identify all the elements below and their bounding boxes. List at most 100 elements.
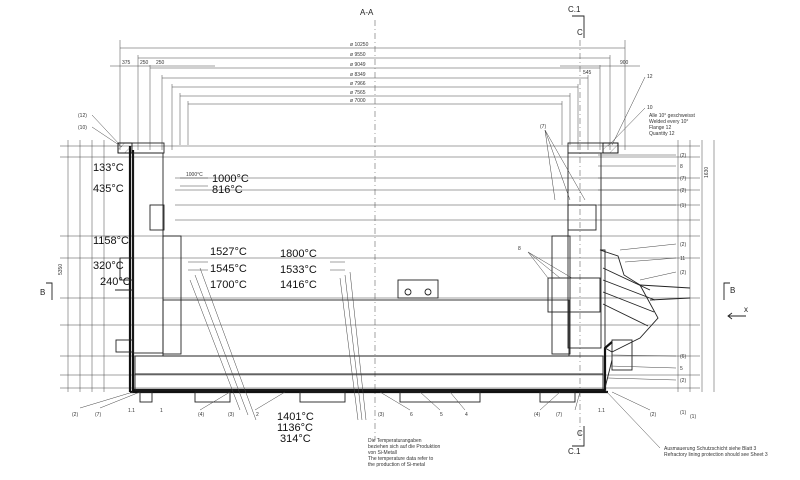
temp-1158: 1158°C — [93, 235, 129, 247]
temp-1700: 1700°C — [210, 279, 247, 291]
note-temp-line2: beziehen sich auf die Produktion — [368, 444, 440, 450]
part-label-b-6: 6 — [410, 412, 413, 418]
temp-1533: 1533°C — [280, 264, 317, 276]
temp-1000: 1000°C — [212, 173, 249, 185]
dim-d8349: ø 8349 — [350, 72, 366, 78]
temperature-leaders — [180, 177, 367, 421]
part-label-b-4l: (4) — [198, 412, 204, 418]
left-tuyere — [119, 257, 134, 281]
hearth-block — [397, 279, 439, 299]
dim-900: 900 — [620, 60, 629, 66]
note-part10-line3: Flange 12 — [649, 125, 671, 131]
temp-435: 435°C — [93, 183, 124, 195]
cut-label-top: C.1 — [568, 5, 581, 14]
part-label-b-2: 2 — [256, 412, 259, 418]
note-part10-line2: Welded every 10° — [649, 119, 688, 125]
part-label-b-11r: 1.1 — [598, 408, 605, 414]
dim-right-height: 1630 — [704, 167, 710, 178]
right-dimension-chain — [677, 140, 715, 392]
hearth-layer-2 — [134, 355, 604, 375]
part-label-b-4: 4 — [465, 412, 468, 418]
temp-1800: 1800°C — [280, 248, 317, 260]
dim-d7000: ø 7000 — [350, 98, 366, 104]
part-label-b-2r: (2) — [650, 412, 656, 418]
part-label-b-7r: (7) — [556, 412, 562, 418]
section-title: A-A — [360, 8, 374, 17]
dim-d9049: ø 9049 — [350, 62, 366, 68]
section-marker-right — [723, 282, 730, 300]
part-label-5: 5 — [680, 366, 683, 372]
note-part10-line1: Alle 10° geschweisst — [649, 113, 696, 119]
part-label-b-2l: (2) — [72, 412, 78, 418]
temp-1401: 1401°C — [277, 411, 314, 423]
part-label-7-upper: (7) — [540, 124, 546, 130]
temp-320: 320°C — [93, 260, 124, 272]
part-label-2a: (2) — [680, 153, 686, 159]
dim-545: 545 — [583, 70, 592, 76]
part-label-b-4r: (4) — [534, 412, 540, 418]
part-label-b-7l: (7) — [95, 412, 101, 418]
part-label-2b: (2) — [680, 188, 686, 194]
part-label-b-1: 1 — [160, 408, 163, 414]
part-label-2d: (2) — [680, 270, 686, 276]
section-marker-left — [46, 282, 53, 300]
cut-c-top: C — [577, 28, 583, 37]
dim-250a: 250 — [140, 60, 149, 66]
part-label-12: 12 — [647, 74, 653, 80]
dim-d7565: ø 7565 — [350, 90, 366, 96]
temp-133: 133°C — [93, 162, 124, 174]
section-marker-bottom — [572, 426, 585, 447]
note-temp-line5: the production of Si-metal — [368, 462, 425, 468]
cut-label-bottom: C.1 — [568, 447, 581, 456]
hearth-layer-3 — [134, 373, 604, 391]
part-label-8b: 8 — [518, 246, 521, 252]
dim-375: 375 — [122, 60, 131, 66]
cut-b-left: B — [40, 288, 45, 297]
leader-lines-bottom — [79, 391, 651, 411]
right-inner-lining — [551, 235, 571, 355]
left-inner-lining — [162, 235, 182, 355]
dim-left-height: 5350 — [58, 264, 64, 275]
part-label-10: 10 — [647, 105, 653, 111]
temp-1527: 1527°C — [210, 246, 247, 258]
note-temp-line4: The temperature data refer to — [368, 456, 434, 462]
part-label-7: (7) — [680, 176, 686, 182]
part-label-1b: (1) — [680, 410, 686, 416]
note-temp-line3: von Si-Metall — [368, 450, 397, 456]
part-label-10-left: (10) — [78, 125, 87, 131]
part-label-8a: 8 — [680, 164, 683, 170]
part-label-b-5: 5 — [440, 412, 443, 418]
part-label-b-1r: (1) — [690, 414, 696, 420]
part-label-11: 11 — [680, 256, 685, 262]
hearth-carbon-layer — [162, 299, 570, 357]
note-refractory-line1: Ausmauerung Schutzschicht siehe Blatt 3 — [664, 446, 756, 452]
temp-1136: 1136°C — [277, 422, 313, 434]
part-label-2c: (2) — [680, 242, 686, 248]
part-label-12-left: (12) — [78, 113, 87, 119]
dim-250b: 250 — [156, 60, 165, 66]
note-part10-line4: Quantity 12 — [649, 131, 675, 137]
note-temp-line1: Die Temperaturangaben — [368, 438, 422, 444]
part-label-b-3l: (3) — [228, 412, 234, 418]
part-label-b-3r: (3) — [378, 412, 384, 418]
dim-d9550: ø 9550 — [350, 52, 366, 58]
bottom-beams — [139, 391, 576, 403]
note-refractory-line2: Refractory lining protection should see … — [664, 452, 768, 458]
temp-1416: 1416°C — [280, 279, 317, 291]
dim-d7966: ø 7966 — [350, 81, 366, 87]
right-wall-lining — [567, 152, 602, 349]
svg-text:1000°C: 1000°C — [186, 172, 203, 178]
left-wall-lining — [132, 152, 164, 354]
part-label-6: (6) — [680, 354, 686, 360]
part-label-1a: (1) — [680, 203, 686, 209]
part-label-b-11l: 1.1 — [128, 408, 135, 414]
temp-240: 240°C — [100, 276, 131, 288]
cut-b-right: B — [730, 286, 735, 295]
dim-d10250: ø 10250 — [350, 42, 369, 48]
temp-816: 816°C — [212, 184, 243, 196]
part-label-2e: (2) — [680, 378, 686, 384]
temp-314: 314°C — [280, 433, 311, 445]
left-dimension-chain — [67, 140, 105, 392]
temp-1545: 1545°C — [210, 263, 247, 275]
